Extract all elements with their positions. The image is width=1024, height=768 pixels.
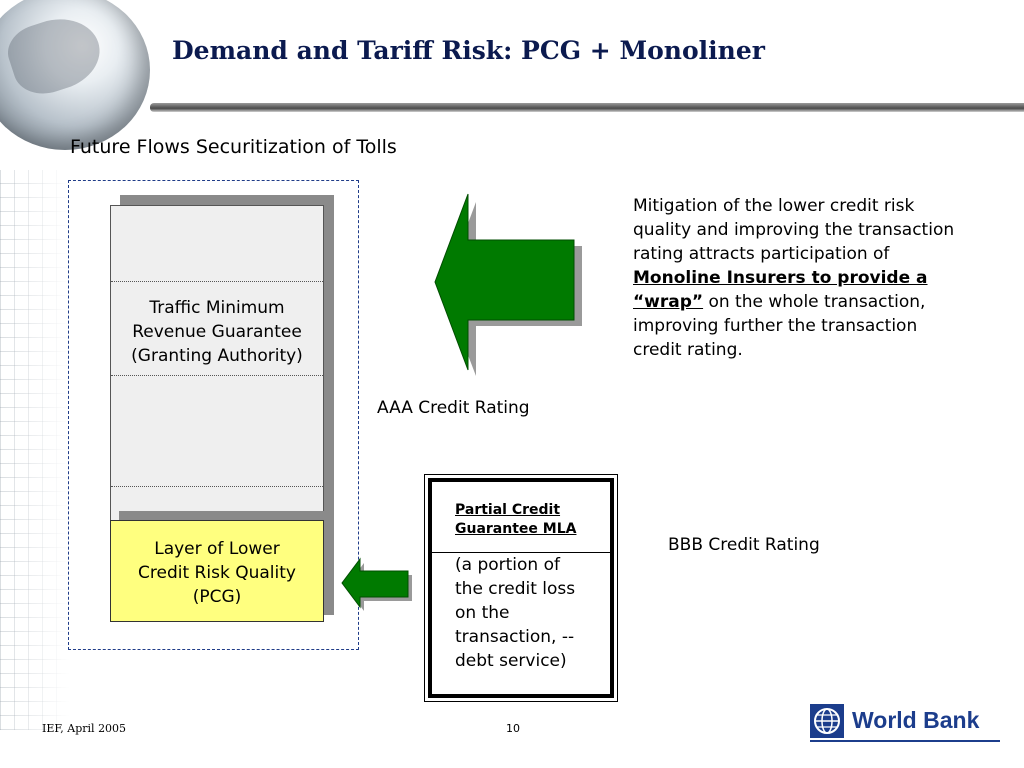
mitigation-text-start: Mitigation of the lower credit risk qual…: [633, 196, 955, 264]
mla-body-line: debt service): [455, 651, 567, 671]
structure-frame: [68, 180, 359, 650]
title-divider: [150, 103, 1024, 112]
world-bank-globe-icon: [810, 704, 844, 738]
stack-divider: [111, 281, 323, 282]
mla-body-line: (a portion of: [455, 555, 560, 575]
pcg-line: (PCG): [192, 587, 242, 607]
mla-box-frame: [424, 474, 618, 702]
left-arrow-icon: [341, 557, 412, 611]
logo-underline: [810, 740, 1000, 742]
traffic-line: Revenue Guarantee: [132, 322, 302, 342]
stack-divider: [111, 375, 323, 376]
left-arrow-icon: [434, 193, 582, 376]
mla-heading: Partial Credit Guarantee MLA: [455, 501, 605, 539]
slide-title: Demand and Tariff Risk: PCG + Monoliner: [172, 36, 765, 65]
bbb-rating-label: BBB Credit Rating: [668, 535, 820, 555]
globe-decoration-icon: [0, 0, 150, 150]
mitigation-text: Mitigation of the lower credit risk qual…: [633, 194, 963, 362]
pcg-layer-box: Layer of Lower Credit Risk Quality (PCG): [110, 520, 324, 622]
stack-divider: [111, 486, 323, 487]
page-number: 10: [506, 722, 520, 735]
traffic-line: (Granting Authority): [131, 346, 303, 366]
footer-date: IEF, April 2005: [42, 722, 127, 735]
mla-heading-line: Partial Credit: [455, 502, 561, 518]
world-bank-logo-text: World Bank: [852, 707, 980, 733]
mla-heading-line: Guarantee MLA: [455, 521, 577, 537]
traffic-guarantee-label: Traffic Minimum Revenue Guarantee (Grant…: [110, 296, 324, 368]
mla-body-line: transaction, --: [455, 627, 575, 647]
mla-box: [428, 478, 614, 698]
slide-subtitle: Future Flows Securitization of Tolls: [70, 136, 397, 158]
mla-divider: [432, 552, 614, 553]
grid-decoration: [0, 170, 70, 730]
mla-body-line: on the: [455, 603, 510, 623]
mla-body-line: the credit loss: [455, 579, 576, 599]
monoline-emphasis: Monoline Insurers to provide a “wrap”: [633, 268, 928, 312]
aaa-rating-label: AAA Credit Rating: [377, 398, 530, 418]
mla-body: (a portion of the credit loss on the tra…: [455, 553, 605, 673]
pcg-line: Credit Risk Quality: [138, 563, 296, 583]
mitigation-text-end: on the whole transaction, improving furt…: [633, 292, 926, 360]
traffic-line: Traffic Minimum: [149, 298, 285, 318]
pcg-line: Layer of Lower: [154, 539, 280, 559]
